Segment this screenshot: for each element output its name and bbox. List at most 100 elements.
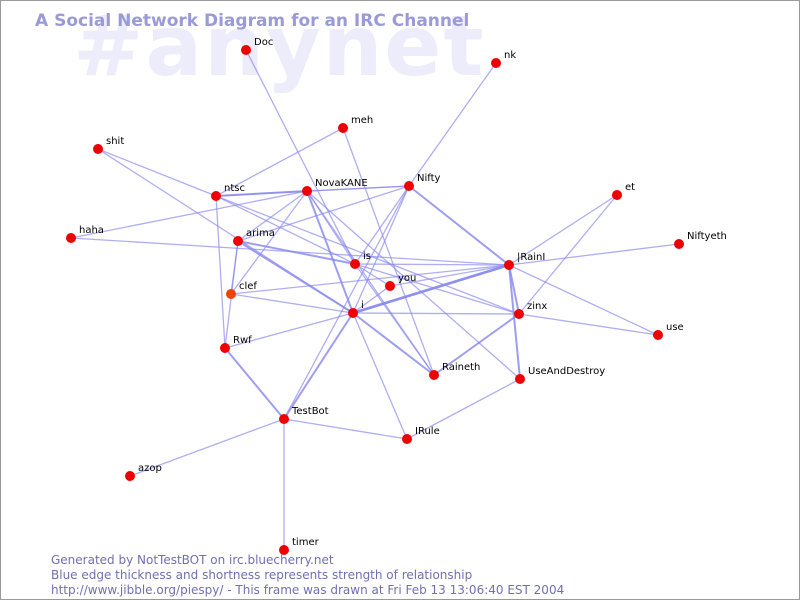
node-dot bbox=[402, 434, 412, 444]
edge-nifty-is bbox=[354, 185, 410, 265]
edge-is-iraini bbox=[354, 263, 510, 266]
node-dot bbox=[211, 191, 221, 201]
node-rwf: Rwf bbox=[220, 335, 252, 353]
edge-testbot-azop bbox=[129, 418, 285, 477]
node-dot bbox=[226, 289, 236, 299]
node-dot bbox=[348, 308, 358, 318]
node-dot bbox=[674, 239, 684, 249]
node-label: meh bbox=[351, 115, 373, 126]
node-irule: IRule bbox=[402, 426, 440, 444]
diagram-title: A Social Network Diagram for an IRC Chan… bbox=[35, 11, 470, 31]
node-label: NovaKANE bbox=[315, 178, 368, 189]
edge-you-i bbox=[352, 285, 391, 314]
edge-iraini-et bbox=[508, 194, 618, 266]
edge-arima-i bbox=[237, 240, 354, 314]
edge-nifty-i bbox=[352, 185, 410, 314]
node-label: TestBot bbox=[291, 406, 329, 417]
node-you: you bbox=[385, 273, 416, 291]
node-dot bbox=[491, 58, 501, 68]
node-label: clef bbox=[239, 281, 257, 292]
node-nk: nk bbox=[491, 50, 516, 68]
edge-arima-clef bbox=[230, 240, 239, 295]
node-azop: azop bbox=[125, 463, 162, 481]
edge-is-zinx bbox=[354, 263, 520, 315]
edge-novakane-nifty bbox=[306, 185, 410, 192]
node-novakane: NovaKANE bbox=[302, 178, 368, 196]
edge-nifty-arima bbox=[237, 185, 410, 242]
node-dot bbox=[429, 370, 439, 380]
node-label: haha bbox=[79, 225, 104, 236]
node-label: timer bbox=[292, 537, 320, 548]
node-use: use bbox=[653, 322, 684, 340]
node-haha: haha bbox=[66, 225, 104, 243]
edge-useanddestroy-irule bbox=[406, 378, 521, 440]
node-timer: timer bbox=[279, 537, 320, 555]
edge-shit-ntsc bbox=[97, 148, 217, 197]
node-label: UseAndDestroy bbox=[528, 366, 605, 377]
edge-zinx-raineth bbox=[433, 313, 520, 376]
node-is: is bbox=[350, 251, 371, 269]
node-useanddestroy: UseAndDestroy bbox=[515, 366, 605, 384]
node-dot bbox=[385, 281, 395, 291]
edge-nifty-testbot bbox=[283, 185, 410, 420]
node-doc: Doc bbox=[241, 37, 273, 55]
edge-is-raineth bbox=[354, 263, 435, 376]
edge-i-rwf bbox=[224, 312, 354, 349]
node-dot bbox=[612, 190, 622, 200]
node-dot bbox=[504, 260, 514, 270]
node-label: IRule bbox=[415, 426, 440, 437]
node-label: is bbox=[363, 251, 371, 262]
node-dot bbox=[279, 414, 289, 424]
node-dot bbox=[338, 123, 348, 133]
edge-doc-is bbox=[245, 49, 356, 265]
node-dot bbox=[350, 259, 360, 269]
node-dot bbox=[125, 471, 135, 481]
edge-layer bbox=[70, 49, 680, 550]
node-label: nk bbox=[504, 50, 516, 61]
node-raineth: Raineth bbox=[429, 362, 480, 380]
node-label: et bbox=[625, 182, 635, 193]
edge-is-you bbox=[354, 263, 391, 287]
edge-testbot-irule bbox=[283, 418, 408, 440]
node-label: Rwf bbox=[233, 335, 252, 346]
edge-meh-ntsc bbox=[215, 127, 344, 197]
node-label: i bbox=[361, 300, 364, 311]
edge-rwf-testbot bbox=[224, 347, 285, 420]
node-dot bbox=[404, 181, 414, 191]
footer-url-timestamp: http://www.jibble.org/piespy/ - This fra… bbox=[51, 583, 565, 597]
edge-i-testbot bbox=[283, 312, 354, 420]
node-label: arima bbox=[246, 228, 275, 239]
edge-i-raineth bbox=[352, 312, 435, 376]
node-arima: arima bbox=[233, 228, 275, 246]
edge-haha-novakane bbox=[70, 190, 308, 239]
node-dot bbox=[220, 343, 230, 353]
node-label: zinx bbox=[527, 301, 547, 312]
edge-meh-raineth bbox=[342, 127, 435, 376]
node-iraini: |RainI bbox=[504, 252, 545, 270]
node-dot bbox=[514, 309, 524, 319]
node-dot bbox=[66, 233, 76, 243]
node-dot bbox=[302, 186, 312, 196]
edge-i-irule bbox=[352, 312, 408, 440]
node-dot bbox=[93, 144, 103, 154]
edge-ntsc-rwf bbox=[215, 195, 226, 349]
node-et: et bbox=[612, 182, 635, 200]
node-label: Nifty bbox=[417, 173, 441, 184]
node-ntsc: ntsc bbox=[211, 183, 245, 201]
edge-zinx-et bbox=[518, 194, 618, 315]
node-dot bbox=[515, 374, 525, 384]
edge-iraini-use bbox=[508, 264, 659, 336]
edge-nifty-iraini bbox=[408, 185, 510, 266]
edge-clef-iraini bbox=[230, 264, 510, 295]
node-meh: meh bbox=[338, 115, 373, 133]
node-label: you bbox=[398, 273, 416, 284]
node-dot bbox=[653, 330, 663, 340]
node-label: ntsc bbox=[224, 183, 245, 194]
node-niftyeth: Niftyeth bbox=[674, 231, 727, 249]
edge-you-iraini bbox=[389, 264, 510, 287]
node-label: Doc bbox=[254, 37, 273, 48]
edge-novakane-useanddestroy bbox=[306, 190, 521, 380]
